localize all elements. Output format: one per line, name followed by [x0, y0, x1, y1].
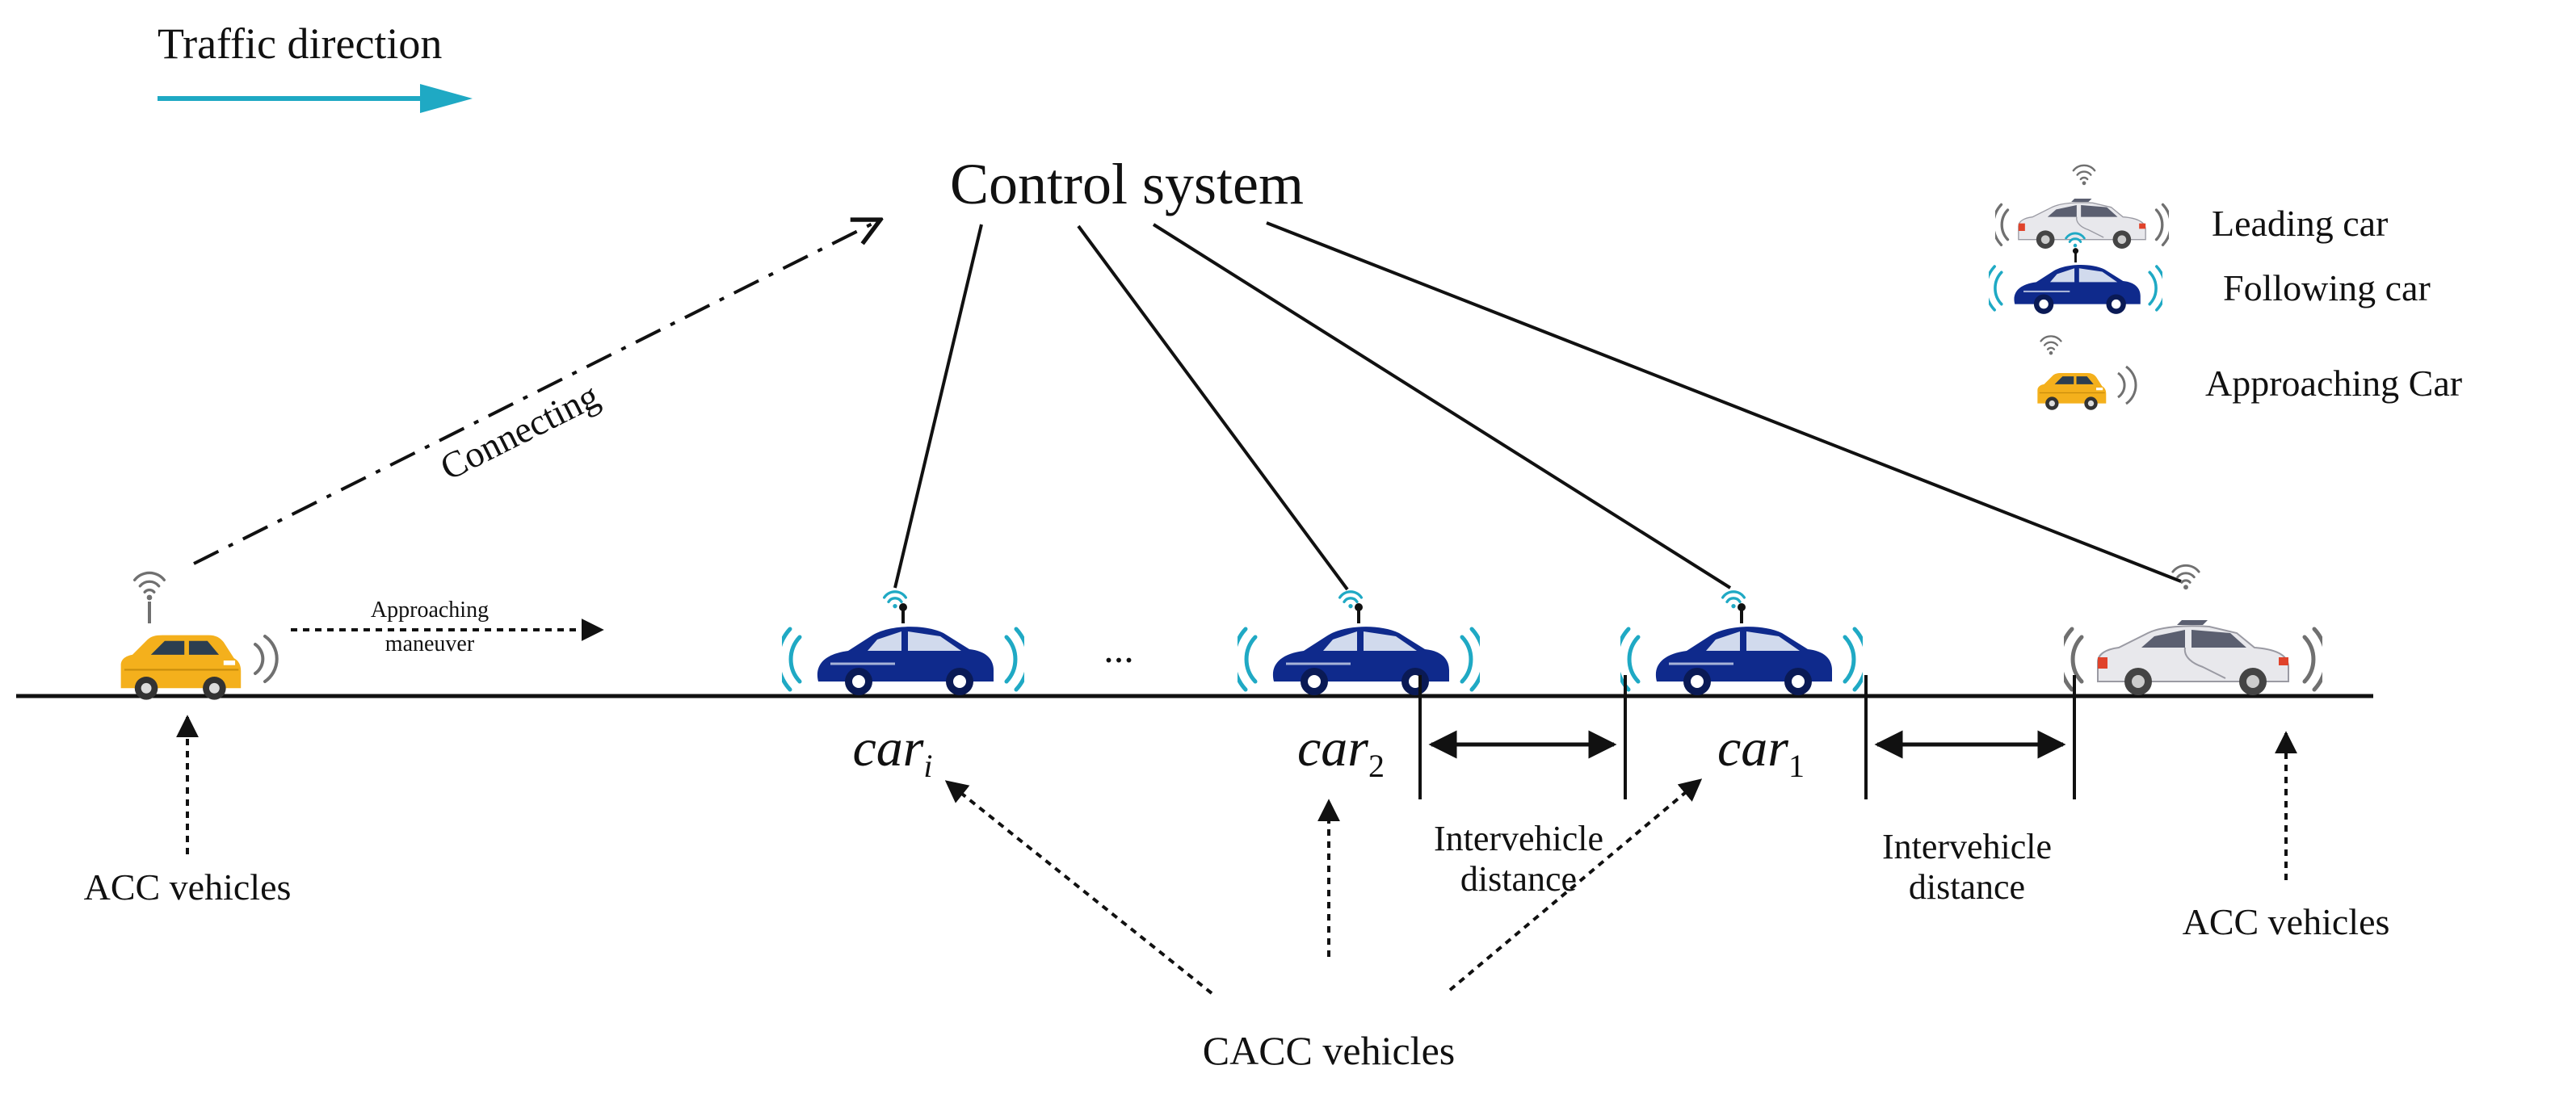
legend-approaching-wifi-icon: [2040, 335, 2062, 356]
traffic-direction-arrow-icon: [158, 84, 473, 113]
legend-leading-wifi-icon: [2072, 164, 2096, 187]
cacc-vehicles: CACC vehicles: [944, 778, 1703, 1073]
approaching-maneuver-label-line1: Approaching: [371, 598, 489, 623]
car-i-following-car-icon: [778, 603, 1028, 695]
legend-leading-label: Leading car: [2212, 203, 2388, 244]
car-1-label: car1: [1717, 719, 1805, 784]
car-i-label: cari: [852, 719, 932, 784]
following-vehicle-car-1: car1: [1616, 590, 1867, 784]
control-link-leading-car: [1266, 221, 2182, 583]
acc-vehicles-left: ACC vehicles: [84, 715, 292, 908]
legend-approaching-side-signal-icon: [2117, 365, 2137, 405]
legend-following-label: Following car: [2223, 267, 2431, 308]
legend-leading-car-icon: [1995, 197, 2169, 250]
cacc-arrow-car-1: [1448, 778, 1703, 992]
connecting-line: [193, 220, 880, 565]
leading-vehicle: [2060, 564, 2326, 695]
control-links: [893, 221, 2182, 591]
following-vehicle-car-i: cari: [778, 590, 1028, 784]
intervehicle-distance-2: Intervehicle distance: [1864, 675, 2076, 907]
cacc-label: CACC vehicles: [1203, 1028, 1455, 1073]
traffic-direction: Traffic direction: [158, 19, 473, 113]
approaching-wifi-icon: [133, 571, 166, 602]
car-1-following-car-icon: [1616, 603, 1867, 695]
traffic-direction-label: Traffic direction: [158, 19, 442, 68]
intervehicle-distance-2-line2: distance: [1909, 867, 2025, 907]
platoon-ellipsis: ...: [1103, 626, 1134, 671]
approaching-maneuver-label-line2: maneuver: [385, 631, 475, 656]
following-vehicle-car-2: car2: [1233, 590, 1484, 784]
intervehicle-distance-1-line1: Intervehicle: [1434, 819, 1603, 858]
leading-wifi-icon: [2171, 564, 2200, 591]
approaching-car-icon: [120, 634, 242, 701]
control-link-car-2: [1077, 224, 1349, 591]
car-2-label: car2: [1297, 719, 1385, 784]
intervehicle-distance-1: Intervehicle distance: [1418, 675, 1627, 899]
intervehicle-distance-1-line2: distance: [1460, 859, 1577, 899]
legend: Leading car Following car Approaching Ca…: [1989, 164, 2462, 411]
legend-approaching-car-icon: [2036, 372, 2107, 411]
acc-right-label: ACC vehicles: [2183, 901, 2390, 942]
connecting-link: Connecting: [193, 220, 880, 565]
acc-vehicles-right: ACC vehicles: [2183, 731, 2390, 942]
legend-approaching-label: Approaching Car: [2205, 363, 2462, 404]
intervehicle-distance-2-line1: Intervehicle: [1882, 827, 2052, 866]
control-link-car-1: [1152, 223, 1732, 589]
acc-left-label: ACC vehicles: [84, 866, 292, 908]
control-system-title: Control system: [950, 152, 1304, 216]
legend-following-car-icon: [1989, 246, 2162, 316]
approaching-side-signal-icon: [254, 635, 279, 683]
control-link-car-i: [893, 224, 983, 589]
approaching-vehicle: [120, 571, 279, 701]
approaching-maneuver: Approaching maneuver: [291, 598, 604, 656]
cacc-arrow-car-i: [944, 780, 1213, 995]
car-2-following-car-icon: [1233, 603, 1484, 695]
leading-car-icon: [2060, 620, 2326, 695]
